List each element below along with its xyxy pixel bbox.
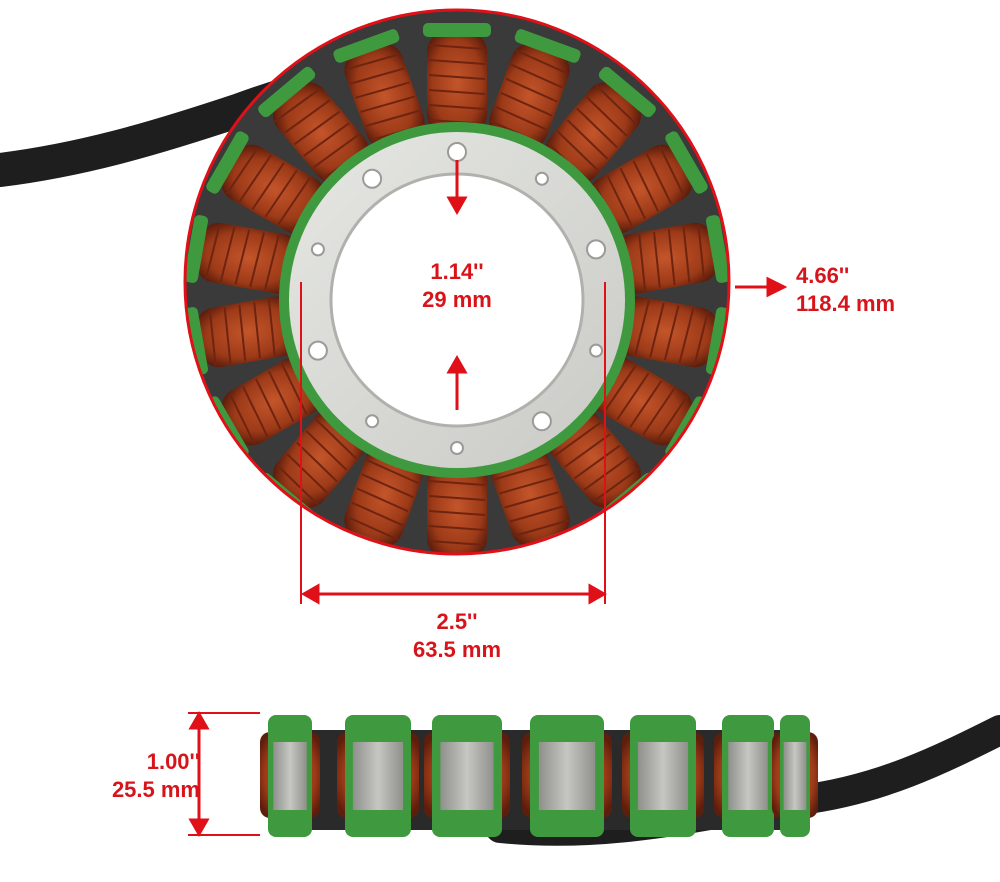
mounting-hole [589,343,604,358]
height-inch: 1.00'' [146,749,200,774]
inner-diameter-inch: 1.14'' [430,259,484,284]
coil [545,66,656,183]
mounting-hole [450,441,464,455]
side-coil [622,715,704,837]
coil [614,296,729,375]
height-mm: 25.5 mm [111,777,200,802]
coil [489,29,581,148]
coil [206,131,326,234]
diameter-circle [183,8,731,556]
stator-side-view [260,715,1000,846]
bolt-spacing-mm: 63.5 mm [412,637,502,662]
mounting-hole [307,340,328,361]
side-coil [522,715,612,837]
mounting-hole [362,168,383,189]
outer-diameter-inch: 4.66'' [796,263,850,288]
bolt-spacing-label: 2.5'' 63.5 mm [380,608,534,664]
coil [185,296,300,375]
mounting-hole [534,171,549,186]
side-coil [337,715,419,837]
dimension-lines [188,160,788,838]
stator-top-view [185,10,729,554]
side-coil [260,715,320,837]
mounting-hole [447,142,467,162]
inner-diameter-label: 1.14'' 29 mm [380,258,534,314]
coil [423,23,491,133]
height-label: 1.00'' 25.5 mm [60,748,200,804]
side-coil [772,715,818,837]
mounting-hole [310,242,325,257]
mounting-hole [586,239,607,260]
coil [333,29,426,148]
coil [185,215,300,294]
coil [258,66,370,183]
mounting-hole [365,414,380,429]
side-coil [424,715,510,837]
outer-diameter-label: 4.66'' 118.4 mm [796,262,946,318]
bolt-spacing-inch: 2.5'' [436,609,478,634]
coil [588,131,708,235]
inner-diameter-mm: 29 mm [422,287,492,312]
coil [423,457,491,554]
side-coil [714,715,782,837]
mounting-hole [531,411,552,432]
coil [614,215,729,294]
outer-diameter-mm: 118.4 mm [796,291,896,316]
